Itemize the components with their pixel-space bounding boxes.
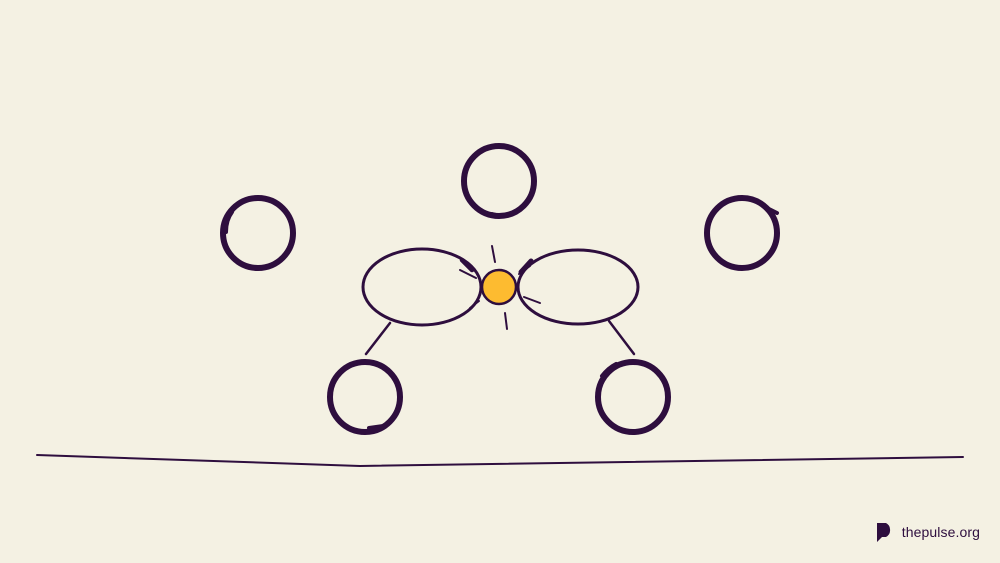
outer-circle-top [461,143,537,219]
outer-circle-left [220,195,296,271]
ground-line [36,454,964,468]
outer-circle-right [704,195,780,271]
connector-left [364,321,392,356]
ellipse-left [361,247,483,327]
center-sun-node [480,268,518,306]
outer-circle-bottom-right [595,359,671,435]
brand-footer[interactable]: thepulse.org [874,521,980,543]
outer-circle-bottom-left [327,359,403,435]
connector-right [607,319,636,356]
ellipse-right [516,248,640,326]
sun-rays [459,245,541,330]
speech-bubble-p-icon [876,523,890,542]
brand-name: thepulse.org [901,524,980,540]
